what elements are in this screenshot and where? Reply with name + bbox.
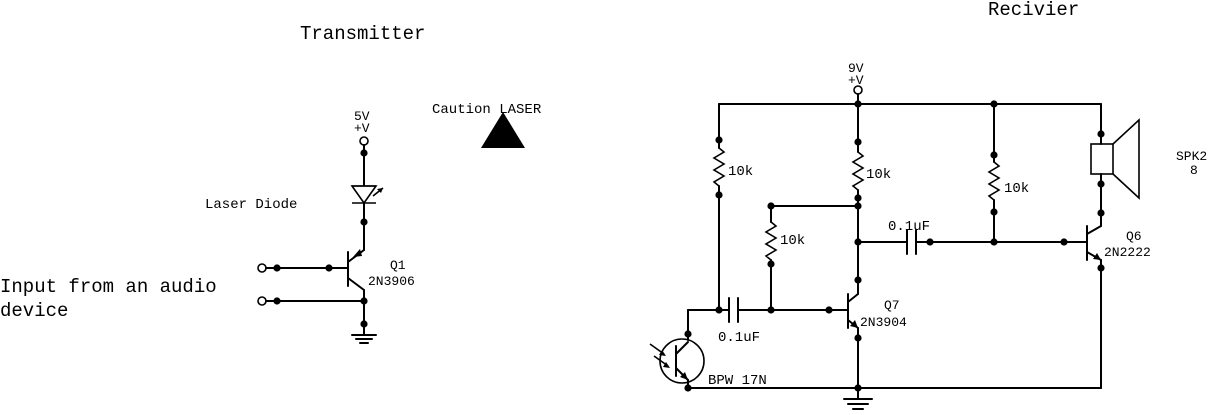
junction-dot [767,260,775,268]
junction-dot [854,276,862,284]
junction-dot [273,264,281,272]
input-label-line1: Input from an audio [0,276,217,298]
transmitter-supply-terminal [359,136,369,146]
receiver-supply-terminal [853,85,863,95]
junction-dot [854,138,862,146]
q6-ref-label: Q6 [1126,229,1142,244]
caution-laser-triangle-icon [481,112,525,148]
junction-dot [715,191,723,199]
caution-label: Caution LASER [432,102,542,118]
receiver-ground-symbol [843,398,873,410]
laser-diode-symbol [350,185,384,205]
junction-dot [1060,238,1068,246]
laser-diode-label: Laser Diode [205,197,297,213]
input-label-line2: device [0,300,68,322]
transmitter-title: Transmitter [300,23,425,45]
junction-dot [990,151,998,159]
junction-dot [825,306,833,314]
speaker-ref-label: SPK2 [1176,149,1207,164]
junction-dot [854,202,862,210]
speaker-value-label: 8 [1190,163,1198,178]
resistor-r2-symbol [851,151,865,191]
junction-dot [1097,180,1105,188]
resistor-r4-symbol [987,161,1001,201]
phototransistor-symbol [649,338,705,384]
q7-part-label: 2N3904 [860,315,907,330]
capacitor-c2-label: 0.1uF [888,219,930,235]
q7-transistor-symbol [847,293,859,329]
junction-dot [854,334,862,342]
junction-dot [715,136,723,144]
receiver-section: Recivier 9V +V 10k [649,0,1207,410]
transmitter-supply-voltage: 5V [354,109,370,124]
capacitor-c1-label: 0.1uF [718,330,760,346]
resistor-r3-label: 10k [780,233,805,249]
q1-transistor-symbol [347,234,365,301]
junction-dot [990,208,998,216]
q6-transistor-symbol [1086,225,1102,261]
resistor-r2-label: 10k [866,167,891,183]
junction-dot [684,330,692,338]
input-terminal-ground [257,296,267,306]
input-terminal-signal [257,263,267,273]
junction-dot [360,218,368,226]
speaker-symbol [1090,118,1140,200]
phototransistor-label: BPW 17N [708,373,767,389]
capacitor-c1-symbol [728,297,739,323]
junction-dot [1097,209,1105,217]
resistor-r4-label: 10k [1004,181,1029,197]
resistor-r1-label: 10k [728,164,753,180]
q7-ref-label: Q7 [884,298,900,313]
receiver-supply-voltage: 9V [848,61,864,76]
transmitter-section: Transmitter 5V +V Laser Diode Q1 2N3906 [0,23,542,344]
junction-dot [926,238,934,246]
receiver-supply-symbol: +V [848,73,864,88]
junction-dot [854,194,862,202]
junction-dot [360,320,368,328]
junction-dot [1097,264,1105,272]
resistor-r3-symbol [764,221,778,261]
transmitter-ground-symbol [351,334,377,344]
transmitter-supply-symbol: +V [354,121,370,136]
q1-ref-label: Q1 [390,258,406,273]
resistor-r1-symbol [712,147,726,187]
junction-dot [1097,130,1105,138]
q1-part-label: 2N3906 [368,274,415,289]
junction-dot [360,149,368,157]
junction-dot [325,264,333,272]
q6-part-label: 2N2222 [1104,245,1151,260]
receiver-title: Recivier [988,0,1079,21]
junction-dot [273,297,281,305]
